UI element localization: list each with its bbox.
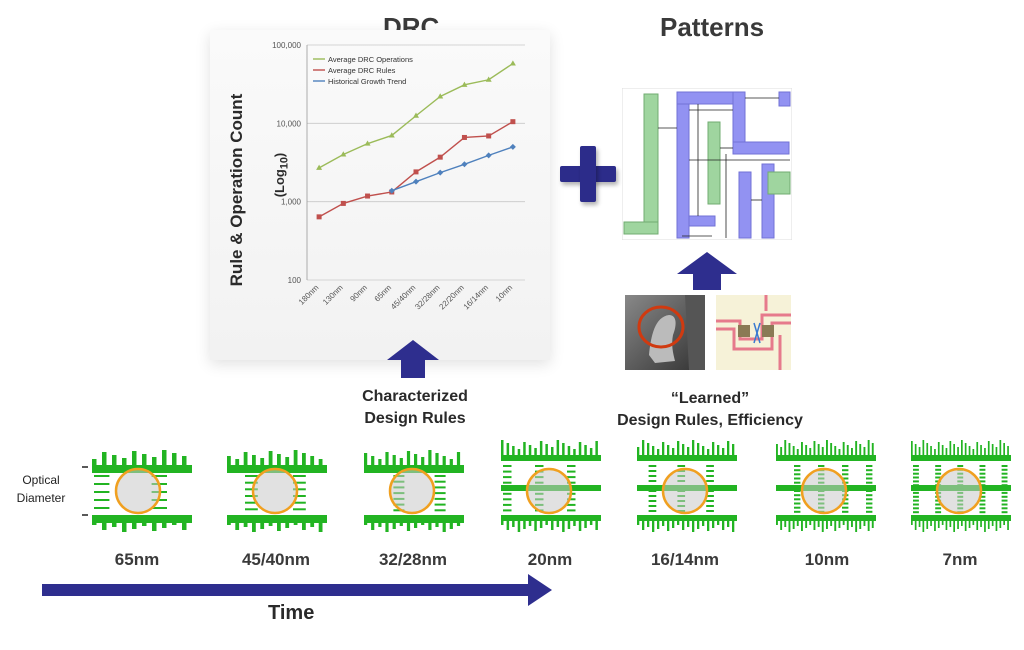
data-point [461,134,467,140]
layout-thumbnail-4 [633,437,741,545]
layout-thumbnail-3 [497,437,605,545]
node-label-45-40nm: 45/40nm [241,550,311,569]
x-tick-label: 32/28nm [413,283,442,312]
x-tick-label: 180nm [297,283,321,307]
x-tick-label: 65nm [373,283,394,304]
y-tick-label: 100 [288,276,302,285]
legend-label: Average DRC Operations [328,55,413,64]
data-point [485,76,492,82]
legend-label: Historical Growth Trend [328,77,406,86]
data-point [413,112,419,118]
node-label-7nm: 7nm [942,550,978,569]
layout-thumbnail-1 [223,437,331,545]
data-point [413,169,419,175]
learned-caption: “Learned” Design Rules, Efficiency [617,390,803,429]
patterns-heading: Patterns [660,12,765,42]
node-label-32-28nm: 32/28nm [378,550,448,569]
x-tick-label: 90nm [348,283,369,304]
data-point [364,140,371,146]
legend-label: Average DRC Rules [328,66,396,75]
layout-thumbnail-6 [907,437,1015,545]
up-arrow-learned [677,252,737,290]
pattern-layout-image [622,88,792,240]
data-point [388,187,395,194]
drc-chart-panel [210,30,550,360]
data-point [509,143,516,150]
layout-snapshot-image [716,295,791,370]
data-point [340,151,347,157]
data-point [316,164,323,170]
data-point [461,161,468,168]
sem-image [625,295,705,370]
data-point [461,81,468,87]
data-point [486,133,492,139]
data-point [388,132,395,138]
x-tick-label: 16/14nm [462,283,491,312]
node-label-20nm: 20nm [527,550,573,569]
data-point [365,193,371,199]
y-axis-sublabel: (Log10) [272,152,291,198]
data-point [437,93,444,99]
y-axis-label-wrap: Rule & Operation Count (Log10) [212,60,291,320]
data-point [413,178,419,185]
layout-thumbnail-5 [772,437,880,545]
x-tick-label: 10nm [494,283,515,304]
optical-diameter-label: Optical Diameter [16,473,66,505]
series-line [391,146,514,192]
data-point [437,154,443,160]
time-label: Time [268,602,315,624]
data-point [437,169,444,176]
node-label-65nm: 65nm [114,550,160,569]
y-axis-label: Rule & Operation Count [227,93,246,287]
data-point [485,152,492,159]
x-tick-label: 45/40nm [389,283,418,312]
plus-icon-v [580,146,596,202]
data-point [510,119,516,125]
data-point [509,60,516,66]
up-arrow-characterized [387,340,439,378]
data-point [340,200,346,206]
y-tick-label: 100,000 [272,41,301,50]
layout-thumbnail-2 [360,437,468,545]
x-tick-label: 22/20nm [437,283,466,312]
y-tick-label: 10,000 [277,119,302,128]
time-arrow [42,574,552,606]
node-label-10nm: 10nm [804,550,850,569]
x-tick-label: 130nm [321,283,345,307]
data-point [316,214,322,220]
series-line [318,121,514,218]
layout-thumbnail-0 [88,437,196,545]
y-tick-label: 1,000 [281,198,302,207]
characterized-caption: Characterized Design Rules [362,388,468,427]
node-label-16-14nm: 16/14nm [650,550,720,569]
